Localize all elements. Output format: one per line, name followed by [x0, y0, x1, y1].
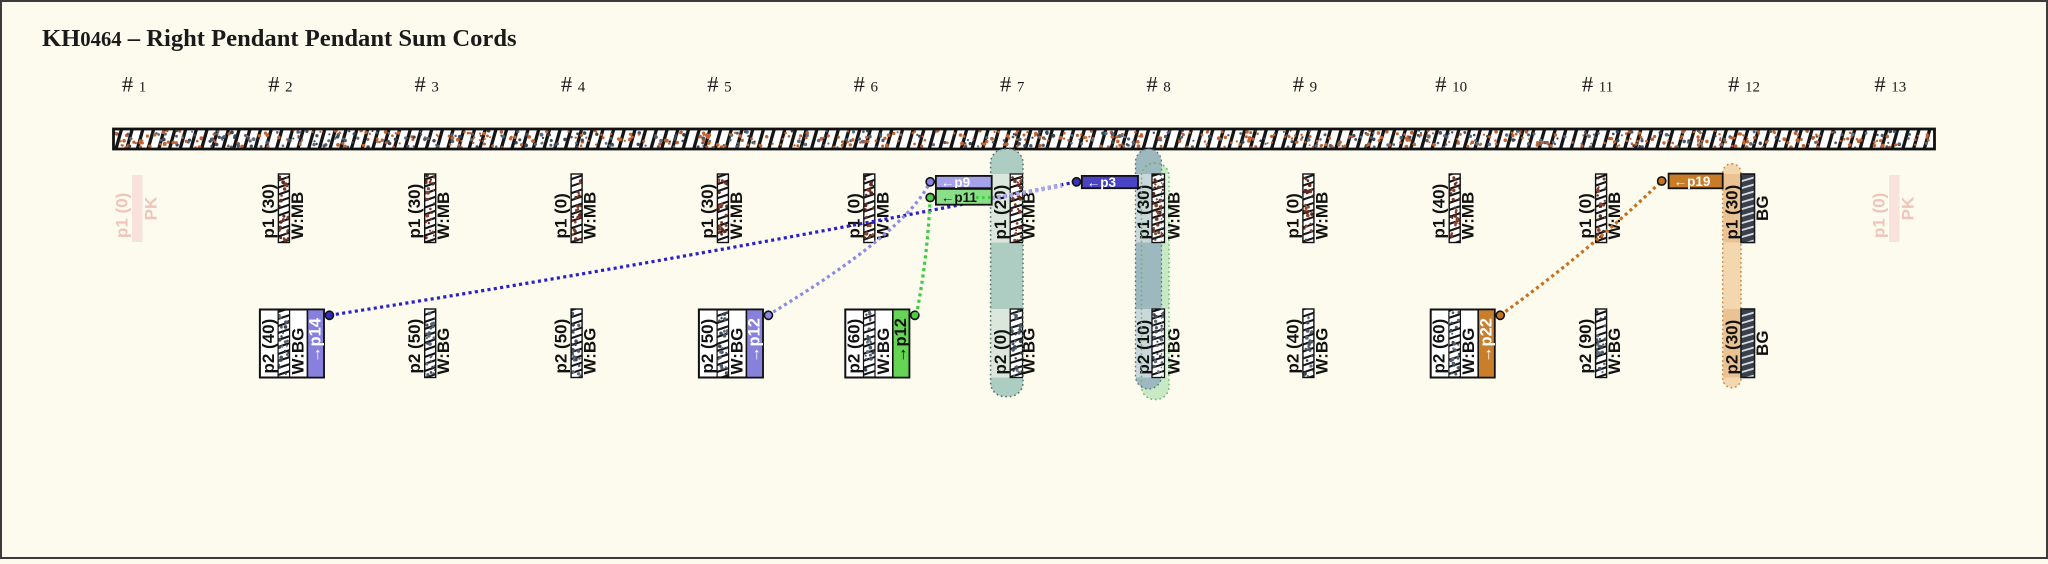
svg-text:→p12: →p12 [892, 318, 910, 363]
svg-text:p2 (10): p2 (10) [1134, 320, 1153, 375]
svg-text:p1 (0): p1 (0) [1870, 193, 1889, 238]
svg-text:→p22: →p22 [1478, 318, 1496, 363]
svg-text:W:BG: W:BG [874, 328, 893, 375]
svg-text:p2 (60): p2 (60) [1430, 319, 1449, 374]
svg-text:p1 (0): p1 (0) [1283, 193, 1302, 238]
svg-text:p1 (30): p1 (30) [698, 184, 717, 239]
svg-text:p1 (0): p1 (0) [113, 193, 132, 238]
svg-text:p1 (0): p1 (0) [1576, 193, 1595, 238]
svg-text:p1 (20): p1 (20) [991, 185, 1010, 240]
svg-text:p1 (30): p1 (30) [1134, 185, 1153, 240]
svg-text:W:BG: W:BG [1020, 328, 1039, 375]
svg-text:W:BG: W:BG [727, 328, 746, 375]
svg-text:→p14: →p14 [307, 317, 325, 363]
svg-text:PK: PK [142, 196, 161, 220]
svg-text:PK: PK [1899, 196, 1918, 220]
svg-text:p1 (30): p1 (30) [405, 184, 424, 239]
svg-text:W:BG: W:BG [434, 328, 453, 375]
svg-text:p2 (50): p2 (50) [552, 319, 571, 374]
svg-text:p1 (0): p1 (0) [552, 193, 571, 238]
svg-text:W:MB: W:MB [1605, 192, 1624, 240]
svg-text:W:MB: W:MB [581, 192, 600, 240]
svg-text:W:BG: W:BG [581, 328, 600, 375]
svg-text:p2 (0): p2 (0) [991, 329, 1010, 374]
svg-text:W:MB: W:MB [288, 192, 307, 240]
svg-text:p2 (40): p2 (40) [259, 319, 278, 374]
svg-text:W:BG: W:BG [288, 328, 307, 375]
svg-text:W:MB: W:MB [1165, 192, 1184, 240]
svg-text:W:MB: W:MB [873, 192, 892, 240]
svg-text:W:BG: W:BG [1459, 328, 1478, 375]
svg-text:W:BG: W:BG [1605, 328, 1624, 375]
svg-text:p1 (0): p1 (0) [844, 193, 863, 238]
svg-text:W:MB: W:MB [1459, 192, 1478, 240]
svg-text:p2 (90): p2 (90) [1576, 319, 1595, 374]
svg-text:p2 (30): p2 (30) [1722, 320, 1741, 375]
svg-text:KH0464 – Right Pendant Pendant: KH0464 – Right Pendant Pendant Sum Cords [42, 25, 517, 52]
svg-text:BG: BG [1753, 330, 1772, 356]
svg-text:p1 (30): p1 (30) [1722, 185, 1741, 240]
svg-text:W:BG: W:BG [1312, 328, 1331, 375]
svg-text:W:MB: W:MB [1312, 192, 1331, 240]
svg-text:p2 (40): p2 (40) [1283, 319, 1302, 374]
svg-text:←p11: ←p11 [941, 190, 978, 205]
svg-text:p1 (30): p1 (30) [259, 184, 278, 239]
svg-text:p2 (50): p2 (50) [698, 319, 717, 374]
svg-text:W:MB: W:MB [727, 192, 746, 240]
svg-text:p1 (40): p1 (40) [1430, 184, 1449, 239]
svg-text:p2 (60): p2 (60) [844, 319, 863, 374]
svg-text:p2 (50): p2 (50) [405, 319, 424, 374]
svg-text:←p3: ←p3 [1087, 175, 1117, 190]
svg-text:BG: BG [1753, 195, 1772, 221]
svg-text:W:MB: W:MB [434, 192, 453, 240]
svg-text:W:BG: W:BG [1165, 328, 1184, 375]
svg-text:→p12: →p12 [746, 318, 764, 363]
svg-text:W:MB: W:MB [1020, 192, 1039, 240]
svg-text:←p9: ←p9 [941, 175, 970, 190]
svg-text:←p19: ←p19 [1674, 174, 1711, 189]
